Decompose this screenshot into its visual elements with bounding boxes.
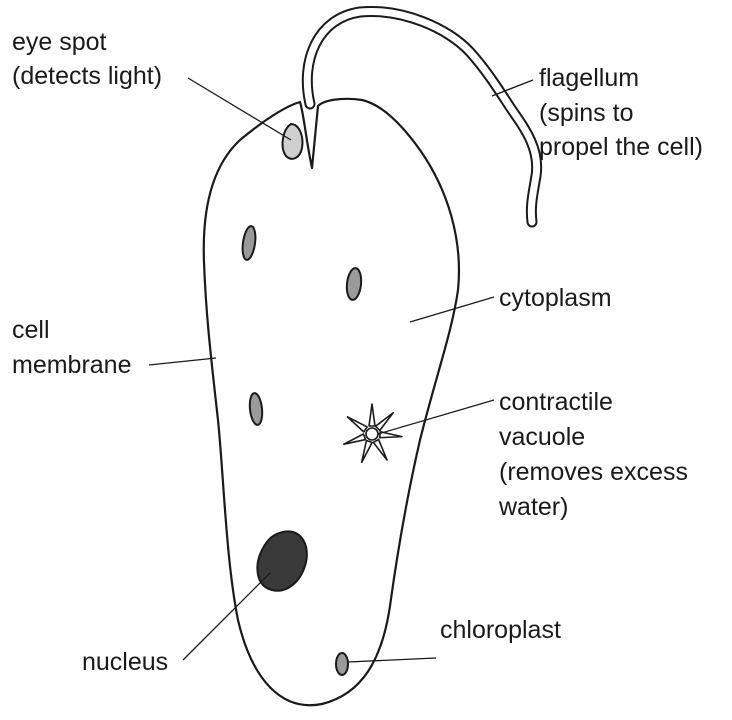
label-cell-membrane: cell membrane xyxy=(12,316,132,379)
label-flagellum: flagellum (spins to propel the cell) xyxy=(539,64,703,161)
label-nucleus: nucleus xyxy=(82,648,168,676)
label-contractile-vacuole: contractile vacuole (removes excess wate… xyxy=(498,388,695,521)
label-cytoplasm: cytoplasm xyxy=(499,284,612,312)
eye-spot xyxy=(283,124,303,159)
cell-body xyxy=(204,99,459,705)
chloroplast xyxy=(336,653,348,675)
label-eye-spot: eye spot (detects light) xyxy=(12,28,162,90)
label-chloroplast: chloroplast xyxy=(440,616,561,644)
